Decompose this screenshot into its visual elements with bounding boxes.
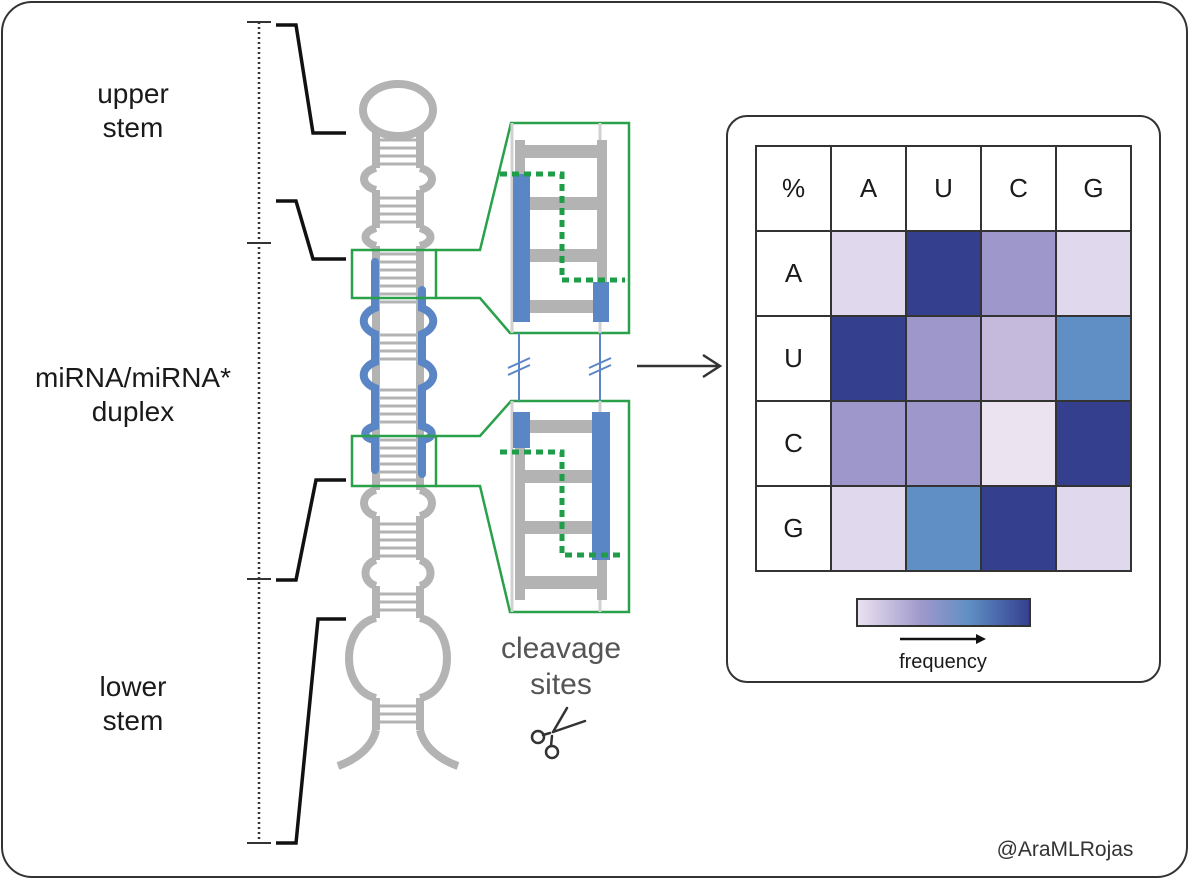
- matrix-heat-cell: [980, 485, 1057, 572]
- matrix-column-header: G: [1055, 145, 1132, 232]
- frequency-gradient-bar: [856, 598, 1031, 627]
- matrix-row-header: A: [755, 230, 832, 317]
- matrix-row: U: [755, 315, 1132, 402]
- matrix-heat-cell: [1055, 485, 1132, 572]
- lower-cleavage-detail: [500, 401, 625, 612]
- matrix-heat-cell: [1055, 230, 1132, 317]
- matrix-heat-cell: [905, 485, 982, 572]
- cleavage-sites-label: cleavage sites: [500, 632, 622, 701]
- frequency-arrow: [900, 634, 986, 644]
- matrix-column-header: U: [905, 145, 982, 232]
- matrix-row: C: [755, 400, 1132, 487]
- mirna-strand: [359, 258, 379, 474]
- matrix-column-header: A: [830, 145, 907, 232]
- duplex-label: miRNA/miRNA* duplex: [35, 362, 231, 427]
- matrix-column-header: C: [980, 145, 1057, 232]
- region-brackets: [276, 23, 346, 845]
- upper-cleavage-detail: [500, 123, 625, 333]
- matrix-row-header: G: [755, 485, 832, 572]
- matrix-heat-cell: [830, 315, 907, 402]
- scissors-icon: [530, 706, 587, 760]
- duplex-bracket-top: [276, 199, 346, 261]
- matrix-heat-cell: [1055, 400, 1132, 487]
- matrix-heat-cell: [980, 315, 1057, 402]
- frequency-label: frequency: [899, 651, 987, 673]
- matrix-heat-cell: [905, 400, 982, 487]
- mirna-star-strand: [418, 286, 438, 478]
- region-ruler: [247, 21, 271, 844]
- matrix-heat-cell: [980, 400, 1057, 487]
- upper-stem-label: upper stem: [97, 78, 169, 143]
- zoom-markers: [350, 121, 631, 614]
- matrix-heat-cell: [830, 400, 907, 487]
- matrix-panel: [726, 115, 1161, 683]
- duplex-bracket-bottom: [276, 478, 346, 582]
- result-arrow: [637, 353, 723, 379]
- matrix-row: A: [755, 230, 1132, 317]
- matrix-heat-cell: [830, 485, 907, 572]
- duplex-strands: [359, 258, 438, 478]
- matrix-row-header: U: [755, 315, 832, 402]
- matrix-corner-cell: %: [755, 145, 832, 232]
- matrix-heat-cell: [905, 230, 982, 317]
- matrix-heat-cell: [905, 315, 982, 402]
- matrix-heat-cell: [830, 230, 907, 317]
- matrix-heat-cell: [1055, 315, 1132, 402]
- lower-stem-label: lower stem: [99, 671, 167, 736]
- matrix-heat-cell: [980, 230, 1057, 317]
- lower-stem-bracket: [276, 617, 346, 845]
- upper-stem-bracket: [276, 23, 346, 135]
- break-marks: [507, 333, 612, 401]
- credit-label: @AraMLRojas: [996, 838, 1134, 861]
- matrix-row-header: C: [755, 400, 832, 487]
- matrix-row: G: [755, 485, 1132, 572]
